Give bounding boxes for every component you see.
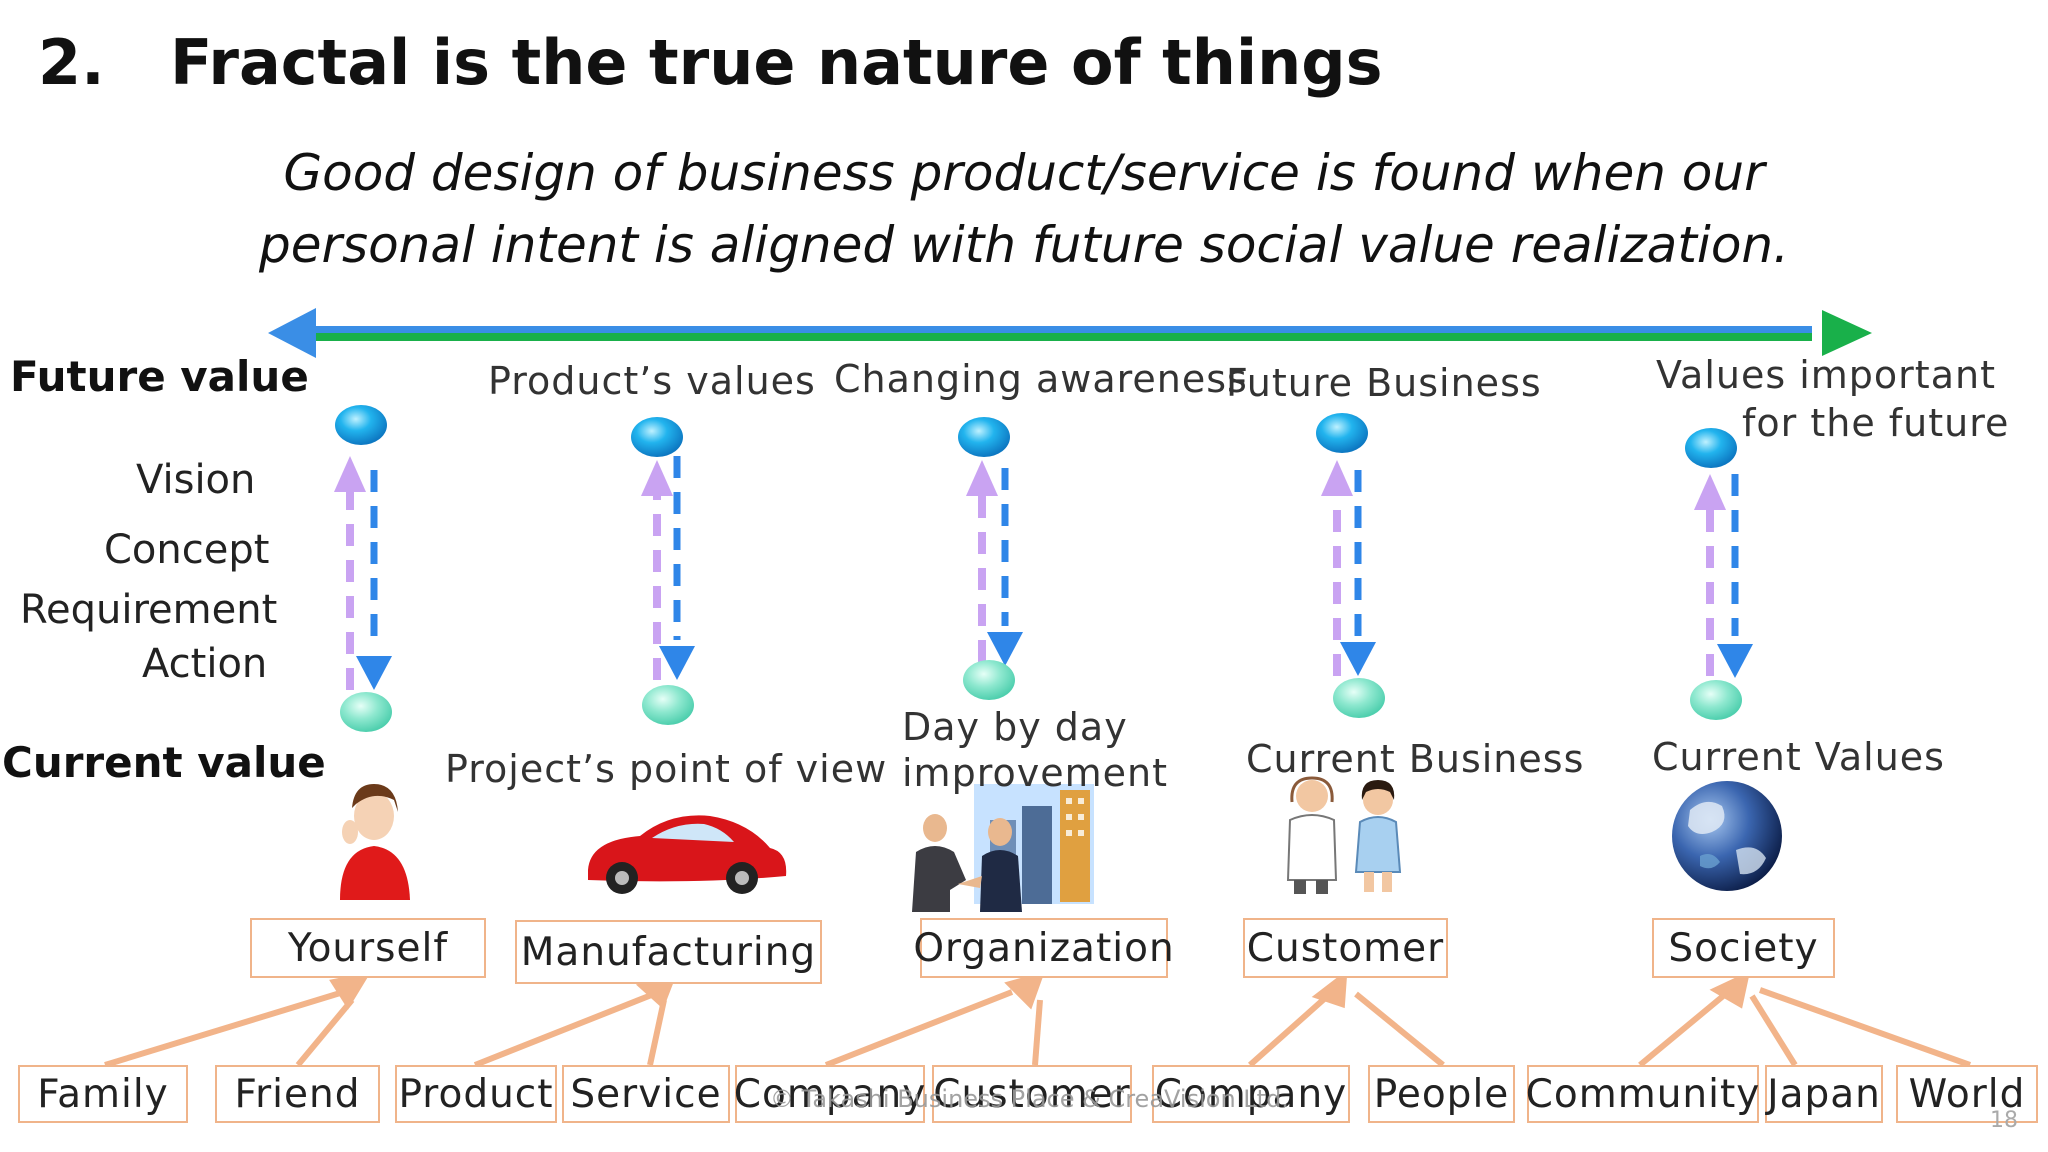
column-society-arrows bbox=[1685, 428, 1753, 720]
current-node-dot bbox=[1333, 678, 1385, 718]
leaf-service: Service bbox=[562, 1065, 730, 1123]
future-node-dot bbox=[1685, 428, 1737, 468]
label-future-business: Future Business bbox=[1226, 361, 1542, 405]
level-requirement: Requirement bbox=[20, 587, 278, 633]
slide-title: 2.Fractal is the true nature of things bbox=[38, 32, 1383, 94]
column-yourself-arrows bbox=[334, 405, 392, 732]
future-node-dot bbox=[335, 405, 387, 445]
current-node-dot bbox=[963, 660, 1015, 700]
label-projects-pov: Project’s point of view bbox=[445, 747, 888, 791]
label-current-values: Current Values bbox=[1652, 735, 1945, 779]
node-customer: Customer bbox=[1243, 918, 1448, 978]
current-node-dot bbox=[1690, 680, 1742, 720]
leaf-people: People bbox=[1368, 1065, 1515, 1123]
current-value-label: Current value bbox=[2, 738, 326, 787]
future-node-dot bbox=[958, 417, 1010, 457]
future-value-label: Future value bbox=[10, 352, 309, 401]
leaf-japan: Japan bbox=[1765, 1065, 1883, 1123]
leaf-company: Company bbox=[734, 1065, 925, 1123]
label-current-business: Current Business bbox=[1246, 737, 1585, 781]
page-number: 18 bbox=[1990, 1108, 2018, 1133]
current-node-dot bbox=[642, 685, 694, 725]
column-customer-arrows bbox=[1316, 413, 1385, 718]
slide-title-text: Fractal is the true nature of things bbox=[170, 26, 1383, 99]
tagline-line-2: personal intent is aligned with future s… bbox=[258, 216, 1789, 274]
current-node-dot bbox=[340, 692, 392, 732]
woman-icon bbox=[340, 784, 410, 900]
leaf-friend: Friend bbox=[215, 1065, 380, 1123]
level-vision: Vision bbox=[136, 457, 256, 503]
label-day-by-day-1: Day by day bbox=[902, 705, 1128, 749]
node-organization: Organization bbox=[913, 918, 1174, 978]
leaf-community: Community bbox=[1526, 1065, 1759, 1123]
level-action: Action bbox=[142, 641, 268, 687]
future-node-dot bbox=[631, 417, 683, 457]
future-node-dot bbox=[1316, 413, 1368, 453]
leaf-company-2: Company bbox=[1152, 1065, 1350, 1123]
column-organization-arrows bbox=[958, 417, 1023, 700]
leaf-family: Family bbox=[18, 1065, 188, 1123]
staff-icon bbox=[1286, 776, 1402, 894]
node-society: Society bbox=[1652, 918, 1835, 978]
time-axis-arrow bbox=[268, 308, 1872, 358]
slide-number: 2. bbox=[38, 26, 105, 99]
label-values-important-1: Values important bbox=[1656, 353, 1996, 397]
tagline-line-1: Good design of business product/service … bbox=[283, 144, 1765, 202]
leaf-product: Product bbox=[395, 1065, 557, 1123]
node-manufacturing: Manufacturing bbox=[515, 920, 822, 984]
tree-arrows bbox=[104, 969, 1972, 1068]
column-manufacturing-arrows bbox=[631, 417, 695, 725]
label-products-values: Product’s values bbox=[488, 359, 816, 403]
globe-icon bbox=[1672, 781, 1782, 891]
car-icon bbox=[588, 815, 787, 894]
level-concept: Concept bbox=[104, 527, 270, 573]
copyright-watermark: © Takashi Business Place & CreaVision Lt… bbox=[770, 1085, 1289, 1113]
label-changing-awareness: Changing awareness bbox=[834, 357, 1248, 401]
node-yourself: Yourself bbox=[250, 918, 486, 978]
label-values-important-2: for the future bbox=[1742, 401, 2010, 445]
handshake-city-icon bbox=[912, 784, 1094, 912]
leaf-world: World bbox=[1896, 1065, 2038, 1123]
label-day-by-day-2: improvement bbox=[902, 751, 1168, 795]
leaf-customer: Customer bbox=[932, 1065, 1132, 1123]
